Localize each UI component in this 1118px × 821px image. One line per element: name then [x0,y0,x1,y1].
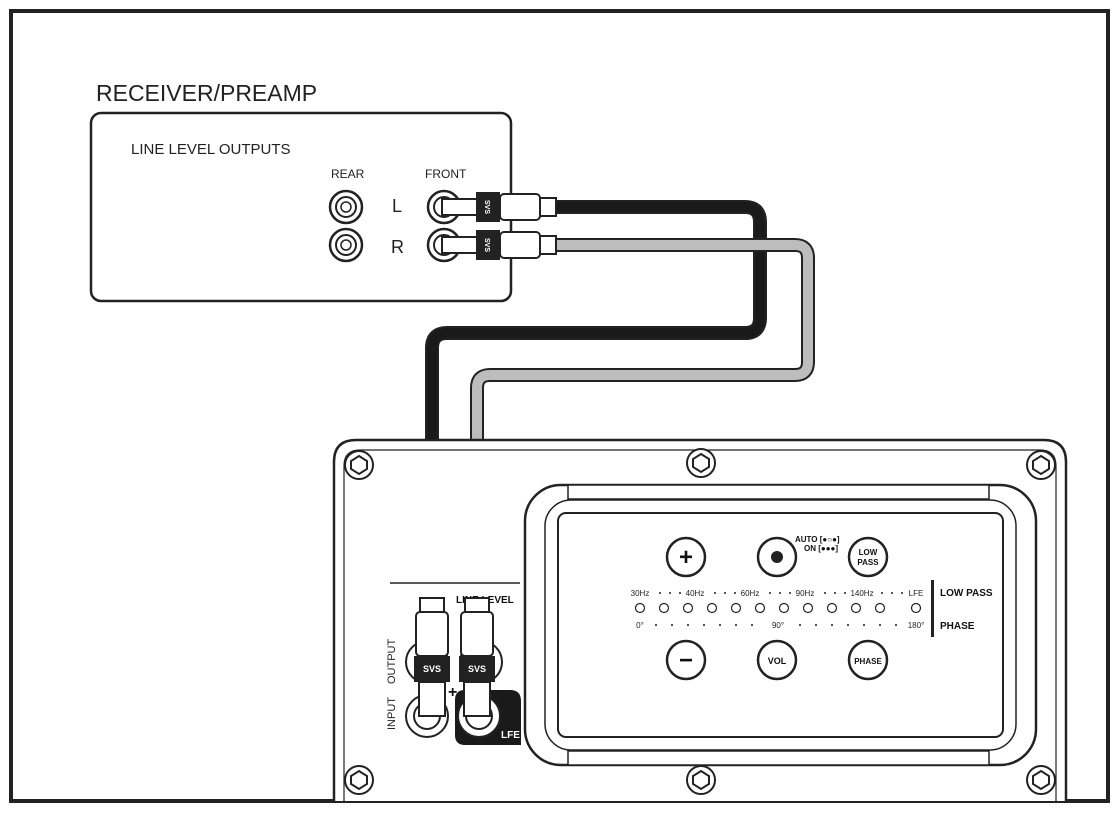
freq-label: 30Hz [631,589,650,598]
output-label: OUTPUT [386,639,398,685]
sub-left-plug: SVS [414,597,450,717]
receiver-right-plug: SVS [441,230,557,260]
svs-logo-sub-left: SVS [423,664,441,674]
on-label: ON [●●●] [804,544,838,553]
low-pass-button-label-1: LOW [859,548,878,557]
rear-right-jack [328,227,364,263]
left-cable [427,202,765,600]
vol-button[interactable]: VOL [756,639,798,681]
svs-logo-right: SVS [483,238,490,252]
auto-label: AUTO [●○●] [795,535,840,544]
screw-icon [344,765,374,795]
led-indicator-row [634,602,922,614]
sub-right-plug: SVS [459,597,495,717]
plus-sign: + [448,684,457,701]
auto-on-button[interactable] [756,536,798,578]
right-channel-label: R [391,237,404,257]
screw-icon [344,450,374,480]
legend-divider [931,580,934,637]
lfe-label: LFE [501,730,520,741]
screw-icon [1026,450,1056,480]
minus-button[interactable]: − [665,639,707,681]
phase-label: 0° [636,621,644,630]
screw-icon [686,765,716,795]
line-level-outputs-label: LINE LEVEL OUTPUTS [131,141,291,158]
freq-label: 90Hz [796,589,815,598]
control-panel [523,483,1038,767]
plus-button[interactable]: + [665,536,707,578]
screw-icon [686,448,716,478]
receiver-title: RECEIVER/PREAMP [96,80,317,106]
legend-phase: PHASE [940,621,975,632]
rear-label: REAR [331,167,365,181]
freq-label: 140Hz [850,589,873,598]
low-pass-button-label-2: PASS [857,558,879,567]
left-channel-label: L [392,196,402,216]
input-label: INPUT [386,697,398,730]
low-pass-button[interactable]: LOW PASS [847,536,889,578]
phase-button[interactable]: PHASE [847,639,889,681]
right-cable [472,240,813,600]
front-label: FRONT [425,167,467,181]
receiver-left-plug: SVS [441,192,557,222]
svs-logo-sub-right: SVS [468,664,486,674]
phase-scale: 0° 90° 180° [636,621,924,630]
freq-label: 40Hz [686,589,705,598]
dot-icon [771,551,783,563]
frequency-scale: 30Hz 40Hz 60Hz 90Hz 140Hz LFE [631,589,924,598]
phase-label: 180° [908,621,925,630]
plus-icon: + [679,544,693,571]
freq-label: LFE [909,589,924,598]
minus-icon: − [679,647,693,674]
phase-button-label: PHASE [854,657,882,666]
svs-logo-left: SVS [483,200,490,214]
legend-low-pass: LOW PASS [940,588,993,599]
rear-left-jack [328,189,364,225]
vol-button-label: VOL [768,656,787,666]
screw-icon [1026,765,1056,795]
freq-label: 60Hz [741,589,760,598]
phase-label: 90° [772,621,784,630]
